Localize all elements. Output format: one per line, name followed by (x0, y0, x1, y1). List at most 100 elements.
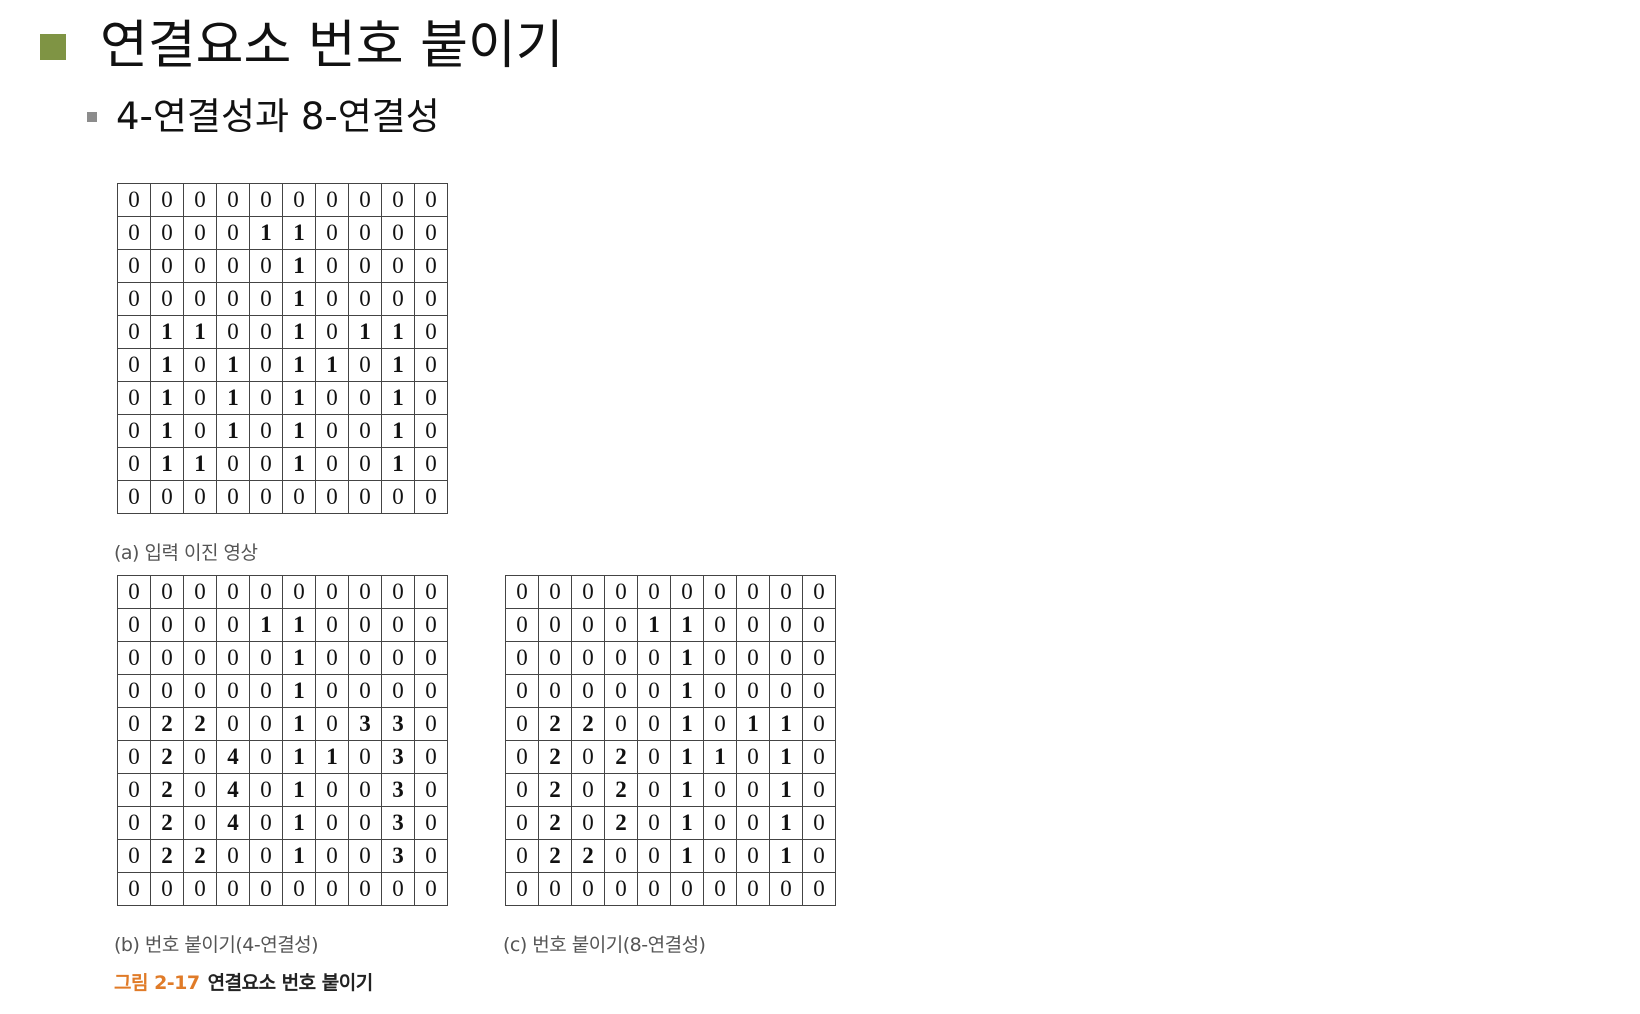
caption-input-image: (a) 입력 이진 영상 (114, 542, 258, 564)
grid-cell: 0 (150, 249, 184, 283)
grid-cell: 1 (769, 839, 803, 873)
figure-number: 그림 2-17 (114, 972, 200, 994)
grid-cell: 0 (282, 480, 316, 514)
grid-cell: 2 (538, 839, 572, 873)
grid-cell: 0 (117, 839, 151, 873)
grid-cell: 0 (315, 414, 349, 448)
grid-cell: 0 (505, 707, 539, 741)
grid-cell: 0 (736, 641, 770, 675)
grid-cell: 2 (538, 773, 572, 807)
grid-cell: 1 (282, 641, 316, 675)
grid-cell: 0 (604, 608, 638, 642)
grid-cell: 0 (381, 608, 415, 642)
grid-cell: 1 (282, 381, 316, 415)
grid-cell: 0 (183, 216, 217, 250)
grid-cell: 0 (505, 872, 539, 906)
grid-cell: 1 (183, 315, 217, 349)
grid-cell: 3 (381, 806, 415, 840)
grid-cell: 0 (117, 575, 151, 609)
grid-cell: 0 (414, 414, 448, 448)
grid-cell: 0 (183, 183, 217, 217)
grid-cell: 0 (571, 806, 605, 840)
grid-cell: 0 (802, 674, 836, 708)
grid-cell: 0 (670, 872, 704, 906)
grid-cell: 0 (414, 608, 448, 642)
grid-cell: 0 (150, 641, 184, 675)
grid-cell: 0 (703, 674, 737, 708)
grid-cell: 0 (348, 414, 382, 448)
grid-cell: 1 (670, 773, 704, 807)
caption-8-connectivity: (c) 번호 붙이기(8-연결성) (503, 934, 706, 956)
grid-cell: 0 (315, 183, 349, 217)
grid-cell: 0 (802, 707, 836, 741)
grid-cell: 0 (538, 872, 572, 906)
grid-cell: 2 (538, 707, 572, 741)
grid-cell: 2 (150, 707, 184, 741)
grid-cell: 0 (571, 608, 605, 642)
grid-cell: 1 (282, 806, 316, 840)
grid-cell: 0 (117, 707, 151, 741)
grid-cell: 1 (150, 315, 184, 349)
grid-cell: 0 (249, 447, 283, 481)
grid-cell: 0 (216, 608, 250, 642)
grid-cell: 1 (315, 348, 349, 382)
grid-cell: 1 (282, 740, 316, 774)
grid-cell: 0 (414, 872, 448, 906)
grid-cell: 0 (571, 872, 605, 906)
grid-cell: 0 (736, 674, 770, 708)
grid-cell: 0 (802, 740, 836, 774)
grid-cell: 0 (505, 740, 539, 774)
grid-cell: 1 (381, 348, 415, 382)
grid-cell: 0 (150, 674, 184, 708)
grid-cell: 0 (348, 608, 382, 642)
grid-cell: 0 (769, 872, 803, 906)
grid-cell: 1 (315, 740, 349, 774)
grid-cell: 0 (381, 641, 415, 675)
grid-cell: 0 (249, 480, 283, 514)
grid-cell: 0 (703, 707, 737, 741)
grid-cell: 0 (249, 348, 283, 382)
grid-cell: 1 (769, 707, 803, 741)
grid-cell: 0 (216, 183, 250, 217)
grid-cell: 0 (736, 806, 770, 840)
grid-cell: 0 (769, 641, 803, 675)
grid-cell: 0 (414, 249, 448, 283)
subtitle-bullet-icon (87, 112, 97, 122)
grid-cell: 0 (315, 282, 349, 316)
grid-cell: 0 (571, 575, 605, 609)
grid-cell: 0 (571, 674, 605, 708)
grid-cell: 0 (381, 575, 415, 609)
grid-cell: 2 (538, 806, 572, 840)
grid-cell: 0 (150, 872, 184, 906)
grid-cell: 0 (538, 641, 572, 675)
grid-cell: 1 (381, 447, 415, 481)
grid-cell: 0 (249, 414, 283, 448)
grid-cell: 0 (216, 480, 250, 514)
grid-cell: 3 (381, 839, 415, 873)
grid-cell: 1 (381, 414, 415, 448)
grid-cell: 0 (505, 806, 539, 840)
grid-cell: 0 (637, 641, 671, 675)
grid-cell: 0 (802, 839, 836, 873)
grid-cell: 0 (183, 249, 217, 283)
grid-cell: 2 (604, 806, 638, 840)
grid-cell: 0 (117, 608, 151, 642)
grid-cell: 0 (315, 216, 349, 250)
grid-cell: 1 (249, 216, 283, 250)
grid-cell: 0 (249, 249, 283, 283)
